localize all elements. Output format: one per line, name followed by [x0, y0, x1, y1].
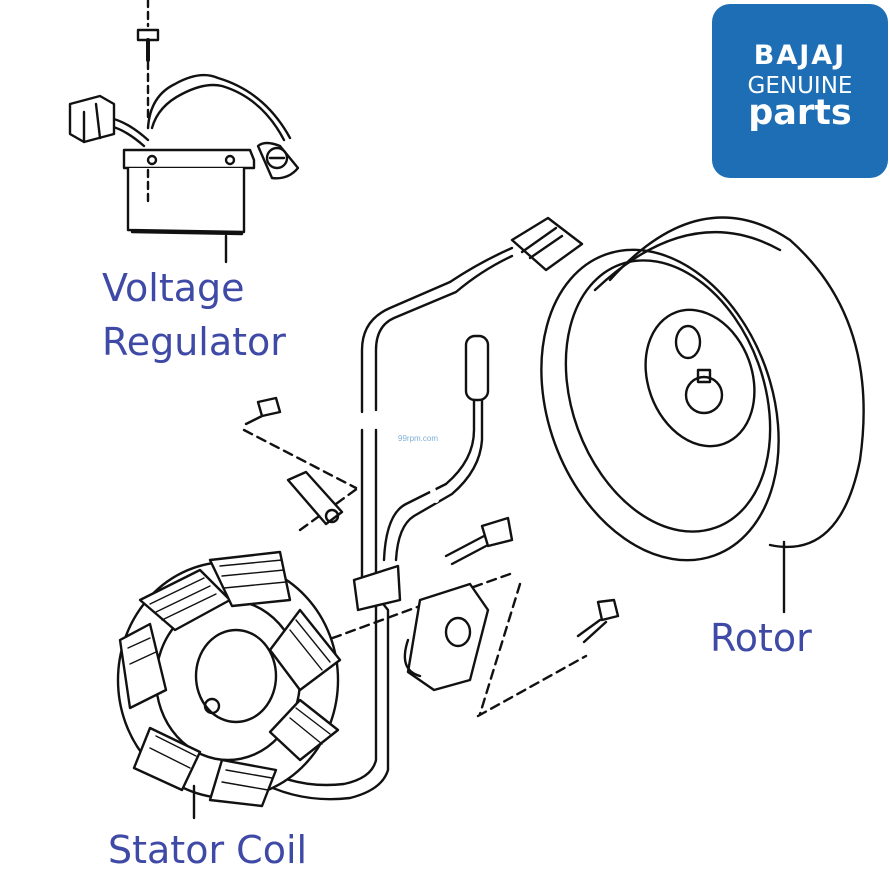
badge-genuine: GENUINE — [747, 73, 853, 99]
watermark: 99rpm.com — [398, 434, 439, 443]
rotor-label: Rotor — [710, 616, 812, 660]
badge-brand: BAJAJ — [753, 40, 847, 71]
fasteners-drawing — [226, 396, 620, 718]
voltage-regulator-label-line2: Regulator — [102, 319, 286, 364]
voltage-regulator-label: Voltage Regulator — [102, 266, 286, 365]
bajaj-genuine-parts-logo: BAJAJ GENUINE parts — [712, 4, 888, 178]
stator-coil-label: Stator Coil — [108, 828, 308, 872]
voltage-regulator-drawing — [68, 0, 300, 264]
stator-coil-drawing — [116, 550, 342, 820]
badge-parts: parts — [748, 93, 852, 133]
rotor-drawing — [540, 216, 865, 614]
voltage-regulator-label-line1: Voltage — [102, 266, 245, 310]
wiring-harness-drawing — [234, 216, 584, 801]
